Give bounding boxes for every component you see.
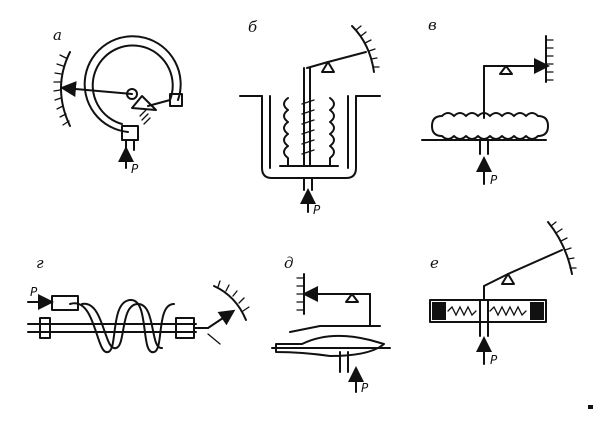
spring-right (489, 305, 527, 317)
diagram-g-helical-spring: г P (27, 254, 250, 353)
pressure-label-a: P (131, 162, 139, 176)
membrane-capsule (275, 334, 385, 357)
hair-spring (139, 109, 151, 125)
scale-arc (213, 285, 247, 321)
label-d: д (284, 254, 294, 272)
diagram-b-bellows: б P (239, 18, 381, 217)
scale-ticks (355, 25, 380, 68)
pointer (60, 81, 133, 98)
stray-mark (588, 405, 593, 409)
pointer (327, 51, 367, 63)
pressure-label-v: P (490, 173, 498, 187)
pivot (321, 61, 335, 73)
gear-sector (131, 95, 157, 111)
scale-ticks (545, 39, 554, 81)
bearing-left (39, 317, 51, 339)
bellows-left (283, 97, 289, 167)
lever-link (483, 273, 509, 287)
diagram-d-membrane: д P (271, 254, 391, 395)
scale-ticks (217, 280, 250, 312)
pressure-label-d: P (361, 381, 369, 395)
diagram-a-bourdon-tube: а P (53, 26, 183, 176)
socket (121, 125, 139, 141)
pointer (207, 309, 236, 329)
pressure-label-g: P (30, 285, 38, 299)
label-b: б (248, 18, 258, 36)
helix-front (69, 298, 175, 353)
label-a: а (53, 26, 62, 44)
bellows-right (329, 97, 335, 167)
spring (301, 99, 315, 155)
diagram-e-piston-spring: е P (429, 221, 577, 367)
bellows (431, 112, 549, 140)
lever-link (306, 61, 329, 69)
pivot (345, 293, 359, 303)
scale-arc (351, 25, 375, 73)
label-e: е (430, 254, 439, 272)
bourdon-tube (83, 35, 182, 133)
label-v: в (428, 16, 437, 34)
pivot (501, 273, 515, 285)
end-block (175, 317, 195, 339)
scale-ticks (296, 277, 305, 311)
cup (261, 95, 357, 179)
label-g: г (36, 254, 44, 272)
pressure-label-b: P (313, 203, 321, 217)
scale-ticks (53, 54, 70, 126)
pointer-tail (207, 333, 221, 345)
spring-left (447, 305, 477, 317)
pressure-label-e: P (490, 353, 498, 367)
helix-back (81, 302, 163, 350)
pointer (507, 249, 563, 275)
left-cap (432, 302, 446, 320)
scale-ticks (550, 221, 577, 269)
bourdon-tube-inner (91, 44, 174, 125)
diagram-v-horizontal-bellows: в P (421, 16, 554, 187)
membrane-center (289, 325, 381, 333)
pivot (499, 65, 513, 75)
right-cap (530, 302, 544, 320)
